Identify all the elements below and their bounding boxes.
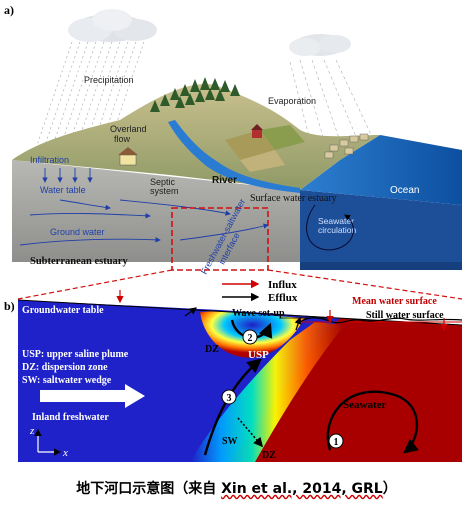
axis-z: z — [29, 425, 35, 437]
rain-streaks — [31, 41, 145, 161]
ocean-front — [300, 190, 462, 262]
label-wave-setup: Wave set-up — [232, 308, 285, 319]
svg-text:2: 2 — [248, 333, 253, 344]
label-inland: Inland freshwater — [32, 412, 109, 423]
surface-flux-arrows — [116, 290, 448, 332]
label-still-water: Still water surface — [366, 310, 444, 321]
label-groundwater-table: Groundwater table — [22, 305, 104, 316]
legend-usp: USP: upper saline plume — [22, 349, 129, 360]
label-septic-2: system — [150, 186, 179, 196]
label-precipitation: Precipitation — [84, 75, 134, 85]
label-usp: USP — [248, 349, 269, 361]
marker-1: 1 — [328, 433, 344, 449]
label-seawater-circ-1: Seawater — [318, 216, 354, 226]
label-mean-water: Mean water surface — [352, 296, 437, 307]
label-overland-1: Overland — [110, 124, 147, 134]
figure-caption: 地下河口示意图（来自 Xin et al., 2014, GRL） — [0, 478, 473, 498]
label-dz-top: DZ — [205, 344, 219, 355]
wave-surface — [299, 317, 463, 324]
label-water-table: Water table — [40, 185, 86, 195]
inland-arrow-icon — [40, 384, 145, 408]
axes-icon — [34, 428, 62, 456]
ocean-surface — [300, 135, 462, 205]
legend-dz: DZ: dispersion zone — [22, 362, 108, 373]
label-sw: SW — [222, 436, 238, 447]
label-overland-2: flow — [114, 134, 131, 144]
label-influx: Influx — [268, 279, 297, 291]
fields — [225, 125, 305, 172]
svg-text:3: 3 — [227, 393, 232, 404]
house-icon — [118, 147, 138, 166]
label-infiltration: Infiltration — [30, 155, 69, 165]
panel-b: b) Influx Efflux Groundwater table Wave … — [4, 279, 463, 462]
cloud-icon — [289, 34, 351, 56]
label-evaporation: Evaporation — [268, 96, 316, 106]
groundwater-arrows — [19, 199, 269, 246]
label-seawater: Seawater — [343, 399, 386, 411]
label-ocean: Ocean — [390, 185, 419, 196]
zoom-box — [171, 207, 269, 271]
legend-sw: SW: saltwater wedge — [22, 375, 112, 386]
mixing-zone — [190, 322, 345, 462]
caption-ref: Xin et al., 2014, GRL — [221, 481, 383, 497]
estuary-figure: a) — [4, 3, 463, 462]
label-seawater-circ-2: circulation — [318, 225, 357, 235]
label-dz-bottom: DZ — [262, 450, 276, 461]
panel-a: a) — [4, 3, 462, 276]
town — [324, 133, 369, 159]
forest — [150, 77, 240, 112]
label-septic-1: Septic — [150, 177, 176, 187]
soil-block — [12, 160, 300, 262]
river — [168, 120, 300, 193]
land-surface — [12, 84, 380, 190]
circulation-arrow — [306, 204, 354, 251]
label-efflux: Efflux — [268, 292, 298, 304]
flux-legend: Influx Efflux — [222, 279, 298, 304]
marker-3: 3 — [221, 389, 237, 405]
caption-prefix: 地下河口示意图（来自 — [76, 481, 222, 497]
rain-cloud-icon — [68, 9, 157, 42]
infiltration-arrows — [42, 168, 93, 183]
label-subterranean: Subterranean estuary — [30, 256, 128, 267]
panel-b-tag: b) — [4, 299, 15, 313]
axis-x: x — [62, 447, 68, 459]
barn-icon — [251, 124, 263, 138]
svg-text:1: 1 — [334, 437, 339, 448]
label-river: River — [212, 175, 237, 186]
seawater-region — [230, 318, 462, 462]
panel-a-tag: a) — [4, 3, 14, 17]
groundwater-table-line — [17, 299, 463, 326]
caption-suffix: ） — [382, 481, 397, 497]
zoom-connectors — [17, 269, 463, 300]
marker-2: 2 — [242, 329, 258, 345]
label-ground-water: Ground water — [50, 227, 105, 237]
label-surface-estuary: Surface water estuary — [250, 193, 337, 204]
